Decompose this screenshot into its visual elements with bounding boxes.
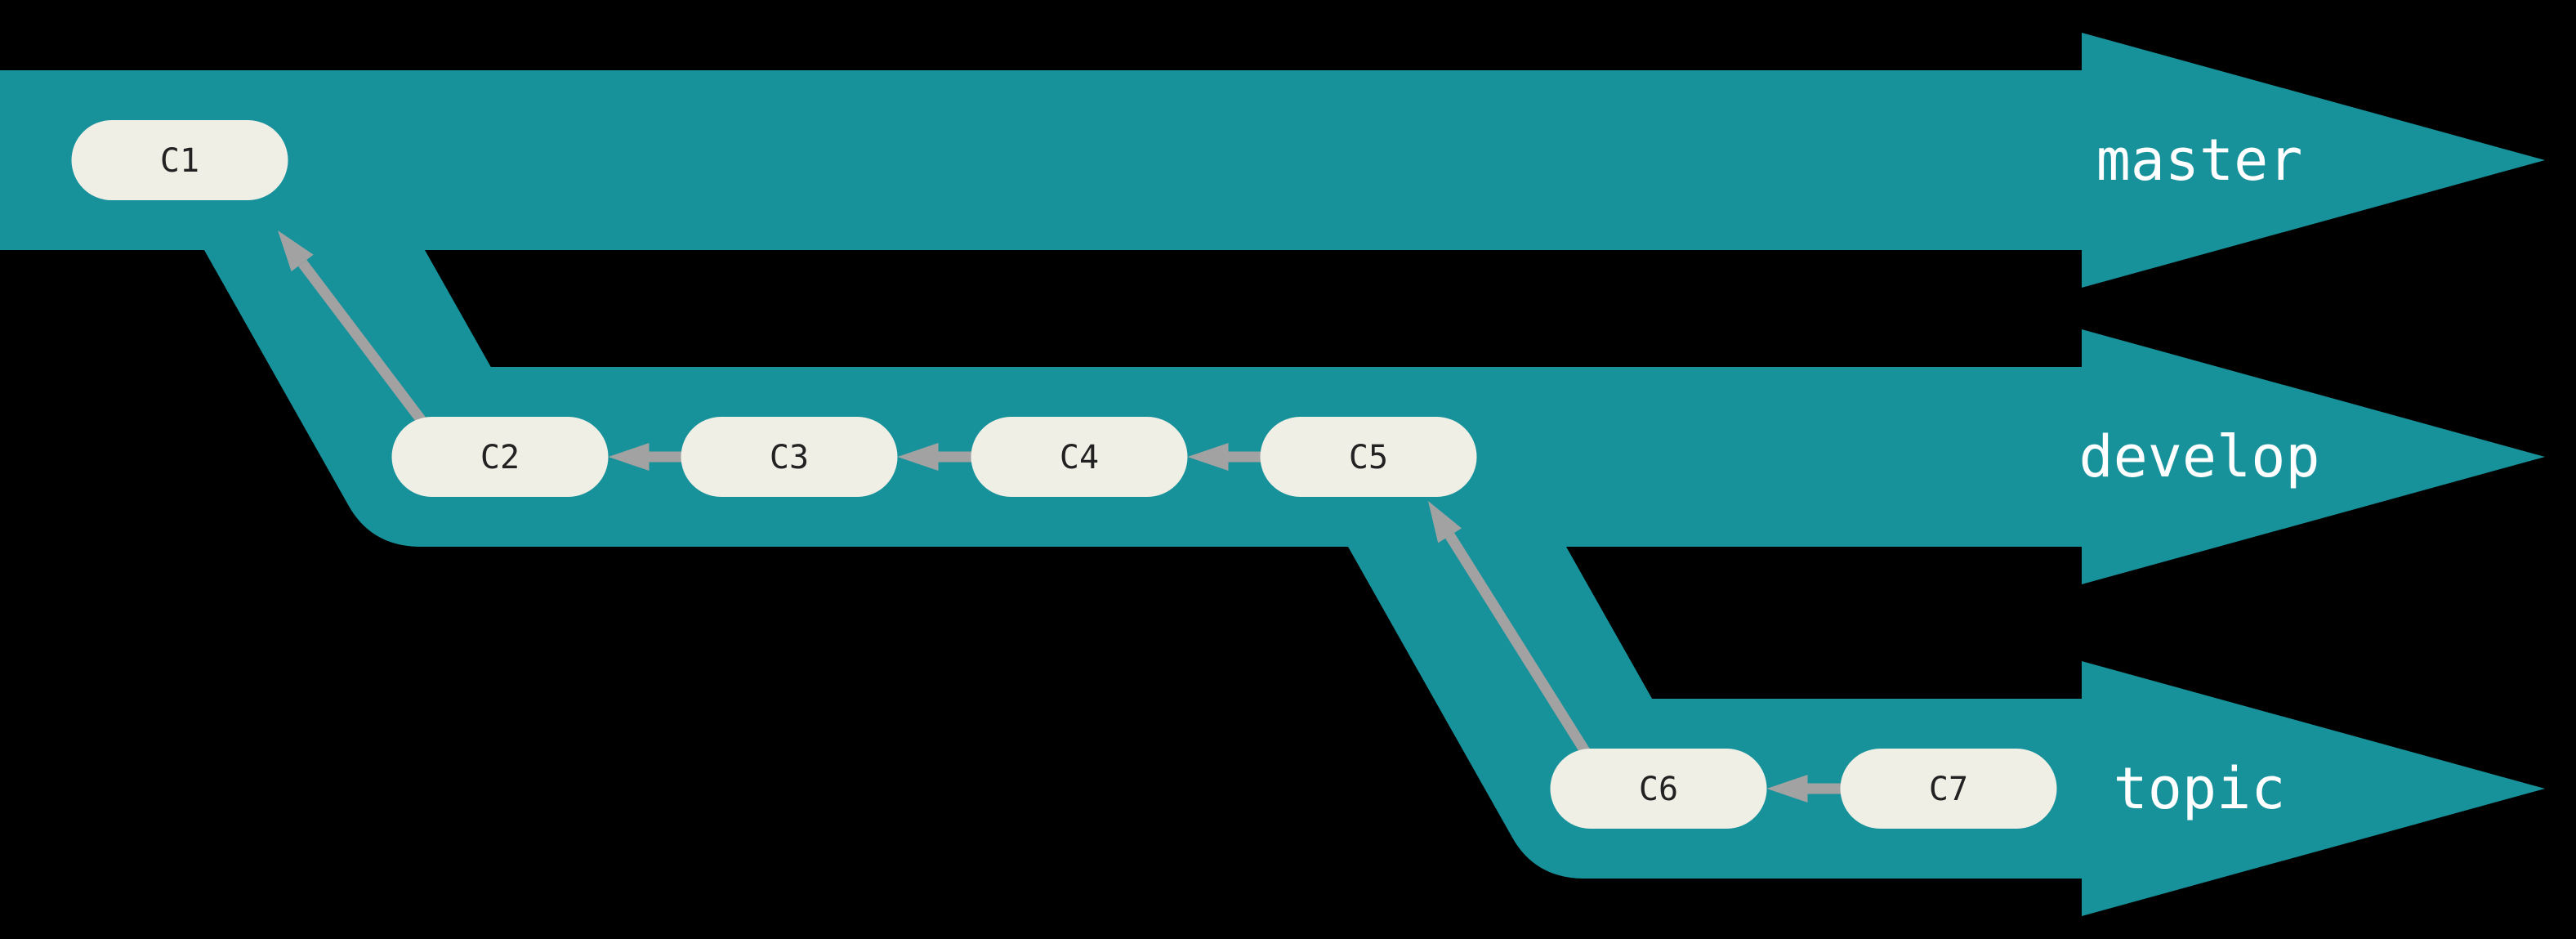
arrow-C6-to-C5-line <box>1445 532 1598 767</box>
commit-label-c1: C1 <box>160 142 199 180</box>
branch-band-topic <box>1581 661 2545 916</box>
commit-label-c2: C2 <box>480 439 520 476</box>
branch-labels-layer: master develop topic <box>2078 127 2319 822</box>
arrow-C4-to-C3-head <box>897 443 939 471</box>
arrow-C2-to-C1-head <box>278 230 314 272</box>
branch-label-master: master <box>2096 127 2303 194</box>
commit-node-c5 <box>1260 417 1477 497</box>
commit-node-c2 <box>391 417 609 497</box>
branch-band-develop <box>458 329 2545 584</box>
commit-label-c6: C6 <box>1639 771 1678 808</box>
branch-band-master <box>0 33 2545 288</box>
commit-node-c4 <box>971 417 1188 497</box>
commit-label-c7: C7 <box>1929 771 1968 808</box>
commit-node-c3 <box>681 417 898 497</box>
arrow-C5-to-C4-head <box>1187 443 1229 471</box>
arrow-C6-to-C5-head <box>1428 501 1462 543</box>
commit-label-c4: C4 <box>1060 439 1099 476</box>
arrow-C7-to-C6-head <box>1766 775 1808 803</box>
commit-node-c7 <box>1840 749 2057 829</box>
commit-label-c5: C5 <box>1349 439 1388 476</box>
branch-label-topic: topic <box>2114 755 2286 822</box>
commit-node-c1 <box>71 120 288 200</box>
arrow-C3-to-C2-head <box>608 443 650 471</box>
branch-label-develop: develop <box>2078 423 2319 490</box>
commit-label-c3: C3 <box>770 439 809 476</box>
commit-node-c6 <box>1550 749 1767 829</box>
